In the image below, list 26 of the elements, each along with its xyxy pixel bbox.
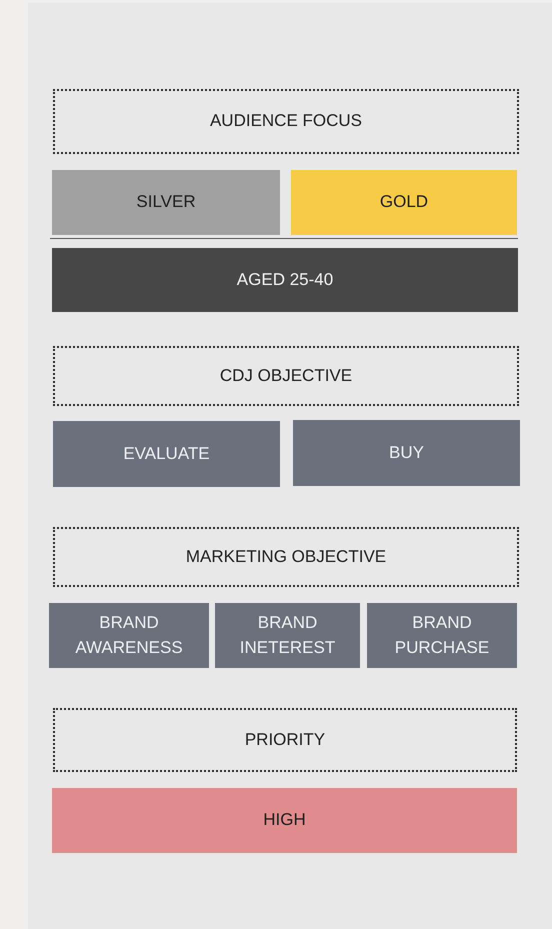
category-box xyxy=(293,420,520,486)
category-box xyxy=(52,788,517,853)
box-label: HIGH xyxy=(263,809,306,832)
category-box xyxy=(53,421,280,487)
box-label: CDJ OBJECTIVE xyxy=(220,364,352,387)
dotted-heading-box xyxy=(53,346,519,406)
box-label: BRAND AWARENESS xyxy=(74,612,184,658)
box-label: AUDIENCE FOCUS xyxy=(210,110,362,132)
dotted-heading-box xyxy=(53,89,519,154)
box-label: PRIORITY xyxy=(244,728,326,751)
box-label: BRAND PURCHASE xyxy=(394,612,490,658)
box-label: BRAND INETEREST xyxy=(238,612,336,658)
category-box xyxy=(52,248,518,312)
box-label: AGED 25-40 xyxy=(236,268,334,291)
category-box xyxy=(291,170,517,235)
box-label: GOLD xyxy=(380,191,428,214)
box-label: BUY xyxy=(389,442,424,464)
dotted-heading-box xyxy=(53,527,519,587)
box-label: MARKETING OBJECTIVE xyxy=(186,546,386,568)
category-box xyxy=(367,603,517,668)
box-label: EVALUATE xyxy=(123,442,210,465)
category-box xyxy=(52,170,280,235)
category-box xyxy=(49,603,209,668)
category-box xyxy=(215,603,360,668)
box-label: SILVER xyxy=(136,191,196,214)
dotted-heading-box xyxy=(53,708,517,772)
